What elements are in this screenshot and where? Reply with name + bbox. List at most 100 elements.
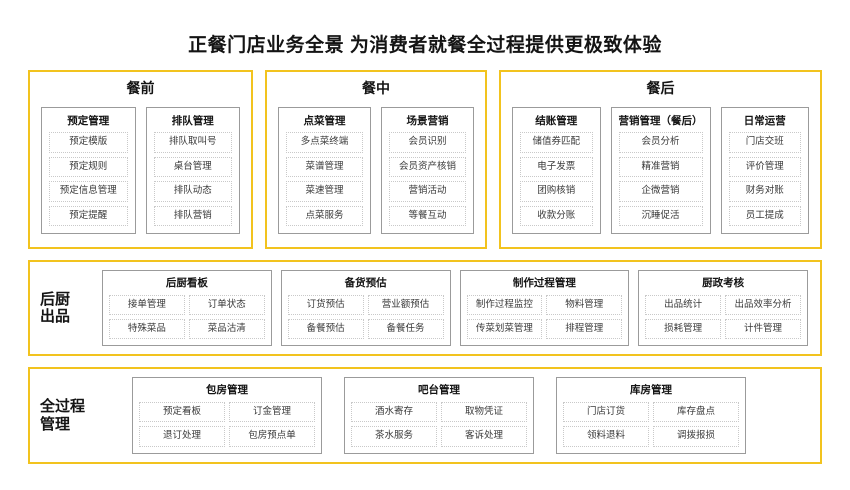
group-card[interactable]: 排队管理 排队取叫号 桌台管理 排队动态 排队营销 — [145, 106, 240, 234]
feature-item[interactable]: 员工提成 — [728, 205, 801, 226]
group-title: 包房管理 — [206, 384, 248, 397]
feature-item[interactable]: 会员分析 — [618, 132, 703, 153]
phase-panel-pre-meal[interactable]: 餐前 预定管理 预定模版 预定规则 预定信息管理 预定提醒 排队管理 排队取叫号… — [28, 70, 253, 249]
phase-title: 餐后 — [646, 80, 675, 97]
feature-item[interactable]: 电子发票 — [520, 156, 593, 178]
group-card[interactable]: 预定管理 预定模版 预定规则 预定信息管理 预定提醒 — [41, 106, 136, 234]
group-card[interactable]: 库房管理 门店订货 库存盘点 领料退料 调拨报损 — [556, 377, 746, 454]
group-title: 营销管理（餐后） — [618, 114, 703, 127]
feature-item[interactable]: 会员识别 — [389, 132, 466, 153]
feature-item[interactable]: 储值券匹配 — [520, 132, 593, 153]
feature-item[interactable]: 接单管理 — [109, 294, 185, 315]
group-card[interactable]: 制作过程管理 制作过程监控 物料管理 传菜划菜管理 排程管理 — [459, 269, 630, 347]
band-kitchen-output[interactable]: 后厨 出品 后厨看板 接单管理 订单状态 特殊菜品 菜品沽清 备货预估 订货预估… — [28, 259, 822, 357]
feature-item[interactable]: 取物凭证 — [441, 402, 527, 423]
feature-item[interactable]: 收款分账 — [520, 205, 593, 226]
feature-item[interactable]: 退订处理 — [139, 426, 225, 447]
phase-title: 餐前 — [126, 80, 155, 97]
feature-item[interactable]: 出品效率分析 — [725, 294, 801, 315]
group-card[interactable]: 日常运营 门店交班 评价管理 财务对账 员工提成 — [720, 106, 809, 234]
feature-item[interactable]: 领料退料 — [563, 426, 649, 447]
group-items: 多点菜终端 菜谱管理 菜速管理 点菜服务 — [286, 132, 363, 226]
feature-item[interactable]: 团购核销 — [520, 181, 593, 202]
feature-item[interactable]: 企微营销 — [618, 181, 703, 202]
band-whole-process-management[interactable]: 全过程 管理 包房管理 预定看板 订金管理 退订处理 包房预点单 吧台管理 酒水… — [28, 367, 822, 464]
feature-item[interactable]: 财务对账 — [728, 181, 801, 202]
feature-item[interactable]: 排队动态 — [153, 181, 232, 202]
feature-item[interactable]: 制作过程监控 — [466, 294, 543, 315]
feature-item[interactable]: 出品统计 — [645, 294, 722, 315]
feature-item[interactable]: 茶水服务 — [351, 426, 437, 447]
feature-item[interactable]: 评价管理 — [728, 156, 801, 178]
group-title: 排队管理 — [171, 114, 214, 127]
feature-item[interactable]: 物料管理 — [546, 294, 623, 315]
band-label: 后厨 出品 — [40, 290, 71, 326]
feature-item[interactable]: 计件管理 — [725, 319, 801, 340]
group-items: 会员识别 会员资产核销 营销活动 等餐互动 — [389, 132, 466, 226]
group-card[interactable]: 备货预估 订货预估 营业额预估 备餐预估 备餐任务 — [280, 269, 451, 347]
band-groups: 包房管理 预定看板 订金管理 退订处理 包房预点单 吧台管理 酒水寄存 取物凭证… — [132, 377, 746, 454]
group-title: 点菜管理 — [303, 114, 346, 127]
group-title: 吧台管理 — [418, 384, 460, 397]
feature-item[interactable]: 库存盘点 — [653, 402, 739, 423]
feature-item[interactable]: 订金管理 — [229, 402, 315, 423]
group-items: 会员分析 精准营销 企微营销 沉睡促活 — [618, 132, 703, 226]
feature-item[interactable]: 预定信息管理 — [49, 181, 128, 202]
group-items: 预定模版 预定规则 预定信息管理 预定提醒 — [49, 132, 128, 226]
feature-item[interactable]: 特殊菜品 — [109, 319, 185, 340]
feature-item[interactable]: 会员资产核销 — [389, 156, 466, 178]
group-card[interactable]: 厨政考核 出品统计 出品效率分析 损耗管理 计件管理 — [638, 269, 808, 347]
feature-item[interactable]: 菜谱管理 — [286, 156, 363, 178]
feature-item[interactable]: 预定提醒 — [49, 205, 128, 226]
phase-panel-post-meal[interactable]: 餐后 结账管理 储值券匹配 电子发票 团购核销 收款分账 营销管理（餐后） 会员… — [499, 70, 822, 249]
feature-item[interactable]: 多点菜终端 — [286, 132, 363, 153]
feature-item[interactable]: 酒水寄存 — [351, 402, 437, 423]
phase-groups: 结账管理 储值券匹配 电子发票 团购核销 收款分账 营销管理（餐后） 会员分析 … — [512, 106, 809, 234]
group-card[interactable]: 包房管理 预定看板 订金管理 退订处理 包房预点单 — [132, 377, 322, 454]
feature-item[interactable]: 调拨报损 — [653, 426, 739, 447]
feature-item[interactable]: 预定看板 — [139, 402, 225, 423]
phase-panel-during-meal[interactable]: 餐中 点菜管理 多点菜终端 菜谱管理 菜速管理 点菜服务 场景营销 会员识别 会… — [265, 70, 487, 249]
group-card[interactable]: 吧台管理 酒水寄存 取物凭证 茶水服务 客诉处理 — [344, 377, 534, 454]
feature-item[interactable]: 菜速管理 — [286, 181, 363, 202]
feature-item[interactable]: 点菜服务 — [286, 205, 363, 226]
group-card[interactable]: 点菜管理 多点菜终端 菜谱管理 菜速管理 点菜服务 — [278, 106, 371, 234]
group-items: 订货预估 营业额预估 备餐预估 备餐任务 — [287, 294, 444, 340]
feature-item[interactable]: 沉睡促活 — [618, 205, 703, 226]
feature-item[interactable]: 门店订货 — [563, 402, 649, 423]
feature-item[interactable]: 营销活动 — [389, 181, 466, 202]
feature-item[interactable]: 桌台管理 — [153, 156, 232, 178]
group-title: 结账管理 — [535, 114, 578, 127]
feature-item[interactable]: 门店交班 — [728, 132, 801, 153]
group-card[interactable]: 营销管理（餐后） 会员分析 精准营销 企微营销 沉睡促活 — [610, 106, 711, 234]
feature-item[interactable]: 损耗管理 — [645, 319, 722, 340]
feature-item[interactable]: 菜品沽清 — [188, 319, 265, 340]
group-items: 门店订货 库存盘点 领料退料 调拨报损 — [563, 402, 739, 447]
feature-item[interactable]: 订货预估 — [287, 294, 364, 315]
group-items: 储值券匹配 电子发票 团购核销 收款分账 — [520, 132, 593, 226]
group-card[interactable]: 场景营销 会员识别 会员资产核销 营销活动 等餐互动 — [381, 106, 474, 234]
feature-item[interactable]: 等餐互动 — [389, 205, 466, 226]
band-groups: 后厨看板 接单管理 订单状态 特殊菜品 菜品沽清 备货预估 订货预估 营业额预估… — [102, 269, 808, 347]
feature-item[interactable]: 预定规则 — [49, 156, 128, 178]
group-title: 厨政考核 — [702, 276, 745, 289]
group-title: 日常运营 — [743, 114, 786, 127]
feature-item[interactable]: 精准营销 — [618, 156, 703, 178]
group-items: 制作过程监控 物料管理 传菜划菜管理 排程管理 — [466, 294, 623, 340]
feature-item[interactable]: 订单状态 — [188, 294, 265, 315]
group-title: 备货预估 — [344, 276, 387, 289]
group-card[interactable]: 后厨看板 接单管理 订单状态 特殊菜品 菜品沽清 — [102, 269, 272, 347]
feature-item[interactable]: 排队营销 — [153, 205, 232, 226]
feature-item[interactable]: 营业额预估 — [367, 294, 444, 315]
feature-item[interactable]: 排队取叫号 — [153, 132, 232, 153]
feature-item[interactable]: 包房预点单 — [229, 426, 315, 447]
feature-item[interactable]: 备餐预估 — [287, 319, 364, 340]
group-card[interactable]: 结账管理 储值券匹配 电子发票 团购核销 收款分账 — [512, 106, 601, 234]
feature-item[interactable]: 传菜划菜管理 — [466, 319, 543, 340]
feature-item[interactable]: 排程管理 — [546, 319, 623, 340]
feature-item[interactable]: 预定模版 — [49, 132, 128, 153]
feature-item[interactable]: 备餐任务 — [367, 319, 444, 340]
feature-item[interactable]: 客诉处理 — [441, 426, 527, 447]
group-title: 后厨看板 — [165, 276, 208, 289]
group-title: 制作过程管理 — [512, 276, 576, 289]
